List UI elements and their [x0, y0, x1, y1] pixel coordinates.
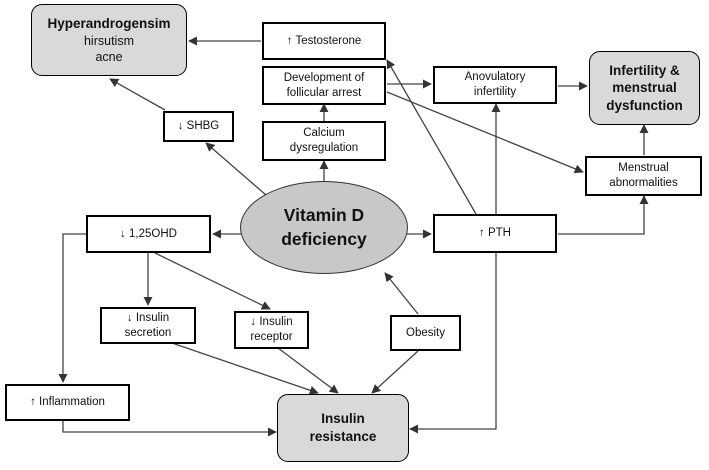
node-testosterone: ↑ Testosterone: [262, 22, 386, 60]
infertility-line2: menstrual: [612, 80, 677, 96]
inflammation-label: ↑ Inflammation: [30, 396, 105, 409]
shbg-label: ↓ SHBG: [177, 120, 220, 133]
menstrual-line2: abnormalities: [609, 177, 678, 189]
arrow-receptor-to-insulin-resistance: [277, 347, 339, 394]
arrow-inflammation-to-insulin-resistance: [62, 420, 277, 437]
insulin-receptor-line1: ↓ Insulin: [250, 316, 293, 329]
node-menstrual: Menstrual abnormalities: [585, 156, 702, 196]
arrow-vitd-to-shbg: [205, 142, 267, 196]
arrow-obesity-to-vitd: [384, 272, 419, 315]
insulin-resistance-line2: resistance: [309, 429, 377, 444]
arrow-pth-to-testosterone: [386, 59, 477, 215]
node-insulin-resistance: Insulin resistance: [277, 394, 409, 462]
vitamin-d-line1: Vitamin D: [283, 204, 365, 225]
vitamin-d-line2: deficiency: [281, 228, 367, 249]
infertility-line1: Infertility &: [609, 62, 680, 78]
arrow-pth-to-menstrual: [558, 195, 649, 235]
node-calcium: Calcium dysregulation: [262, 121, 386, 161]
node-insulin-receptor: ↓ Insulin receptor: [234, 311, 309, 349]
node-insulin-secretion: ↓ Insulin secretion: [100, 307, 196, 344]
calcium-line2: dysregulation: [289, 142, 359, 154]
arrow-shbg-to-hyperandrogenism: [109, 78, 166, 111]
hyperandrogenism-title: Hyperandrogensim: [47, 15, 171, 31]
insulin-secretion-line2: secretion: [124, 326, 172, 339]
node-obesity: Obesity: [390, 315, 461, 351]
hyperandrogenism-line1: hirsutism: [83, 33, 134, 48]
node-follicular-arrest: Development of follicular arrest: [262, 66, 386, 105]
infertility-line3: dysfunction: [606, 97, 683, 113]
anovulatory-line2: infertility: [473, 86, 517, 98]
node-inflammation: ↑ Inflammation: [5, 384, 130, 421]
node-anovulatory: Anovulatory infertility: [433, 66, 557, 104]
follicular-line2: follicular arrest: [286, 86, 362, 99]
obesity-label: Obesity: [406, 326, 445, 339]
arrow-ohd-to-inflammation: [58, 233, 86, 383]
pth-label: ↑ PTH: [479, 227, 511, 240]
node-ohd: ↓ 1,25OHD: [86, 215, 211, 253]
testosterone-label: ↑ Testosterone: [286, 34, 362, 47]
arrow-pth-to-insulin-resistance: [409, 253, 497, 434]
arrow-ohd-to-insulin-receptor: [154, 252, 271, 310]
follicular-line1: Development of: [283, 71, 365, 84]
arrow-obesity-to-insulin-resistance: [371, 350, 419, 394]
node-pth: ↑ PTH: [433, 214, 557, 253]
hyperandrogenism-line2: acne: [95, 49, 123, 64]
node-infertility: Infertility & menstrual dysfunction: [589, 51, 700, 125]
anovulatory-line1: Anovulatory: [464, 71, 526, 84]
arrow-secretion-to-insulin-resistance: [171, 342, 319, 395]
node-shbg: ↓ SHBG: [163, 111, 234, 142]
arrow-follicular-to-menstrual: [386, 91, 584, 174]
insulin-receptor-line2: receptor: [250, 331, 293, 343]
menstrual-line1: Menstrual: [618, 162, 669, 175]
node-hyperandrogenism: Hyperandrogensim hirsutism acne: [31, 4, 187, 76]
ohd-label: ↓ 1,25OHD: [120, 227, 177, 240]
node-vitamin-d-deficiency: Vitamin D deficiency: [240, 181, 408, 274]
insulin-secretion-line1: ↓ Insulin: [126, 311, 170, 324]
insulin-resistance-line1: Insulin: [321, 411, 365, 427]
calcium-line1: Calcium: [303, 127, 345, 140]
